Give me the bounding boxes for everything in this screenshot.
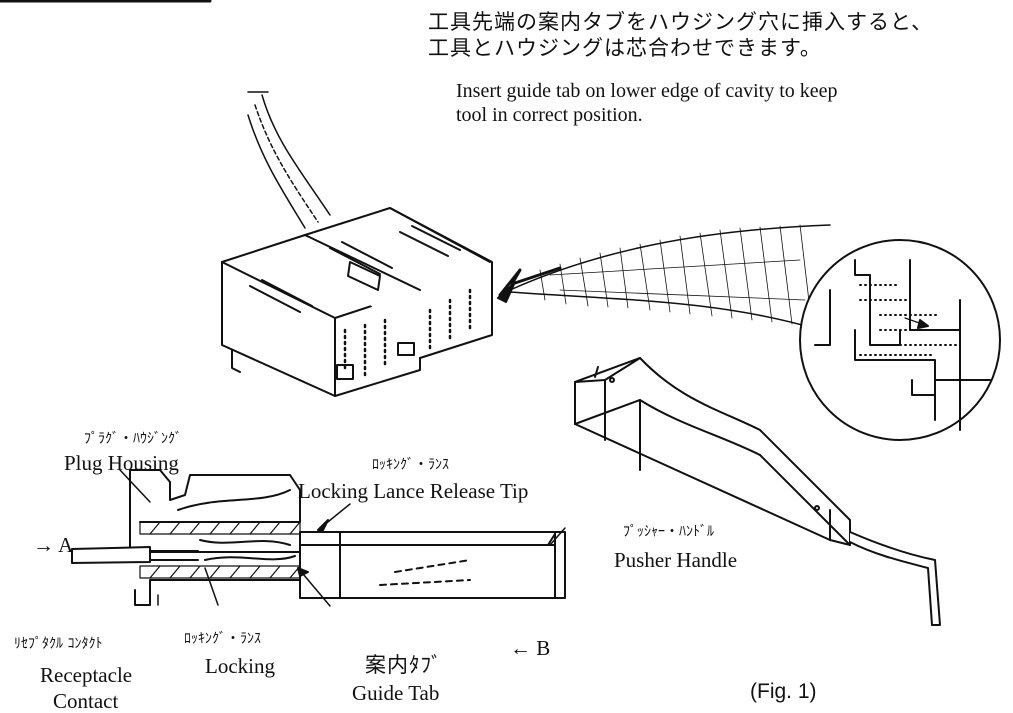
leader-pusher-handle (549, 527, 566, 546)
magnified-detail-circle (799, 239, 1001, 441)
plug-housing-label: Plug Housing (64, 451, 179, 475)
arrow-a-label: → A (33, 533, 74, 557)
zoom-funnel-hatching (509, 224, 831, 331)
header-note-jp-line1: 工具先端の案内タブをハウジング穴に挿入すると、 (428, 10, 934, 34)
pusher-handle-label-jp: ﾌﾟｯｼｬｰ・ﾊﾝﾄﾞﾙ (623, 524, 714, 540)
guide-tab-label-jp: 案内ﾀﾌﾞ (365, 653, 443, 677)
connector-housing (221, 207, 493, 397)
guide-tab-label: Guide Tab (352, 681, 440, 705)
header-note-jp-line2: 工具とハウジングは芯合わせできます。 (428, 36, 822, 60)
pusher-handle-label: Pusher Handle (614, 548, 738, 572)
plug-housing-label-jp: ﾌﾟﾗｸﾞ・ﾊｳｼﾞﾝｸﾞ (84, 431, 182, 447)
leader-plug-housing (119, 469, 151, 503)
receptacle-contact-label: Receptacle (40, 663, 133, 687)
section-tool-body (299, 531, 566, 599)
header-note-en-line2: tool in correct position. (456, 104, 643, 126)
locking-lance-tip-label: Locking Lance Release Tip (298, 479, 529, 503)
locking-label: Locking (205, 654, 275, 678)
pusher-tool (574, 357, 941, 626)
locking-label-jp: ﾛｯｷﾝｸﾞ・ﾗﾝｽ (184, 631, 261, 647)
leader-locking (204, 567, 219, 606)
receptacle-contact-label-line2: Contact (53, 689, 119, 713)
cross-section-housing (129, 469, 301, 606)
figure-caption: (Fig. 1) (750, 680, 817, 703)
locking-lance-tip-label-jp: ﾛｯｷﾝｸﾞ・ﾗﾝｽ (372, 457, 449, 473)
header-note-en-line1: Insert guide tab on lower edge of cavity… (456, 80, 838, 102)
arrow-b-label: ← B (510, 636, 551, 660)
receptacle-contact-label-jp: ﾘｾﾌﾟﾀｸﾙ ｺﾝﾀｸﾄ (14, 636, 103, 652)
wire-bundle (247, 91, 331, 229)
receptacle-contact-pin (71, 546, 199, 564)
